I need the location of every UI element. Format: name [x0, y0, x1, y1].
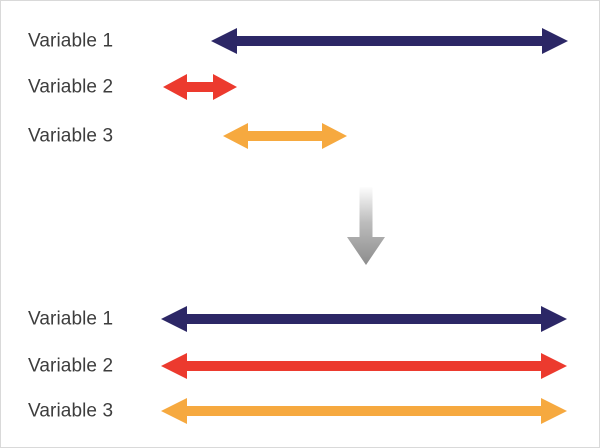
arrow-bottom-variable-2 — [161, 353, 567, 379]
row-label-bottom-variable-3: Variable 3 — [28, 400, 114, 422]
arrow-top-variable-3 — [223, 123, 347, 149]
arrow-top-variable-2 — [163, 74, 237, 100]
arrow-bottom-variable-3 — [161, 398, 567, 424]
row-label-top-variable-2: Variable 2 — [28, 76, 114, 98]
arrow-bottom-variable-1 — [161, 306, 567, 332]
row-label-top-variable-1: Variable 1 — [28, 30, 114, 52]
row-label-bottom-variable-1: Variable 1 — [28, 308, 114, 330]
arrow-down-icon — [347, 187, 385, 265]
row-label-bottom-variable-2: Variable 2 — [28, 355, 114, 377]
arrow-top-variable-1 — [211, 28, 568, 54]
row-label-top-variable-3: Variable 3 — [28, 125, 114, 147]
